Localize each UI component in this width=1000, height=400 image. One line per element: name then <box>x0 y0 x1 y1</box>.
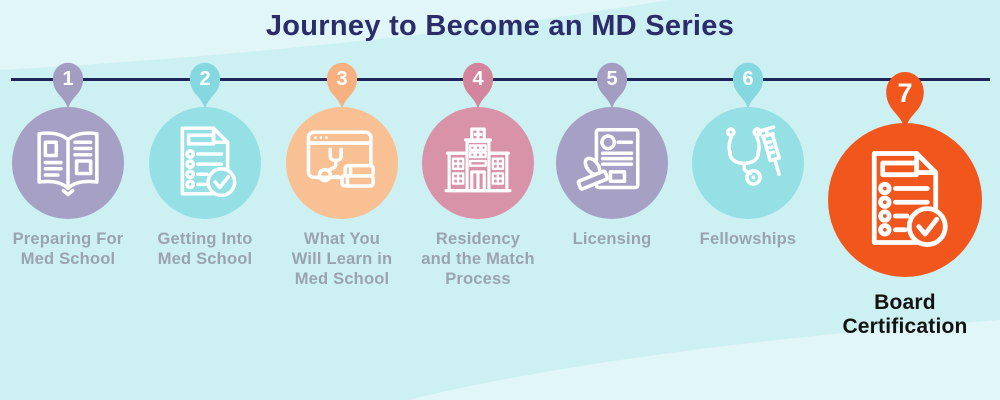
step-number-pin: 3 <box>323 58 361 111</box>
board-checklist-icon <box>852 145 958 256</box>
page-title: Journey to Become an MD Series <box>265 10 735 42</box>
bottom-wave-shape <box>408 320 1000 400</box>
step-number: 4 <box>472 67 484 90</box>
step-number-pin: 5 <box>593 58 631 111</box>
step-label: Getting Into Med School <box>157 230 253 268</box>
top-wave-shape <box>0 0 668 70</box>
step-number-pin: 6 <box>729 58 767 111</box>
step-circle <box>692 107 804 219</box>
step-label: Fellowships <box>699 230 797 248</box>
step-number-pin: 7 <box>882 66 929 132</box>
step-circle <box>556 107 668 219</box>
step-number: 7 <box>897 77 913 108</box>
step-number: 2 <box>199 67 211 90</box>
step-number-pin: 4 <box>459 58 497 111</box>
step-number-pin: 1 <box>49 58 87 111</box>
step-circle <box>149 107 261 219</box>
step-label: Licensing <box>572 230 652 248</box>
checklist-check-icon <box>166 122 244 205</box>
step-label: Board Certification <box>842 291 968 338</box>
timeline-line <box>11 78 990 81</box>
hospital-icon <box>439 122 517 205</box>
stethoscope-syringe-icon <box>709 122 787 205</box>
step-circle <box>422 107 534 219</box>
step-number: 5 <box>606 67 618 90</box>
step-circle <box>828 123 982 277</box>
step-circle <box>286 107 398 219</box>
step-label: What You Will Learn in Med School <box>291 230 393 288</box>
step-number-pin: 2 <box>186 58 224 111</box>
step-label: Residency and the Match Process <box>421 230 535 288</box>
step-number: 6 <box>742 67 754 90</box>
step-label: Preparing For Med School <box>12 230 124 268</box>
open-book-icon <box>29 122 107 205</box>
step-circle <box>12 107 124 219</box>
license-stamp-icon <box>573 122 651 205</box>
step-number: 3 <box>336 67 348 90</box>
online-learning-icon <box>303 122 381 205</box>
step-number: 1 <box>62 67 74 90</box>
